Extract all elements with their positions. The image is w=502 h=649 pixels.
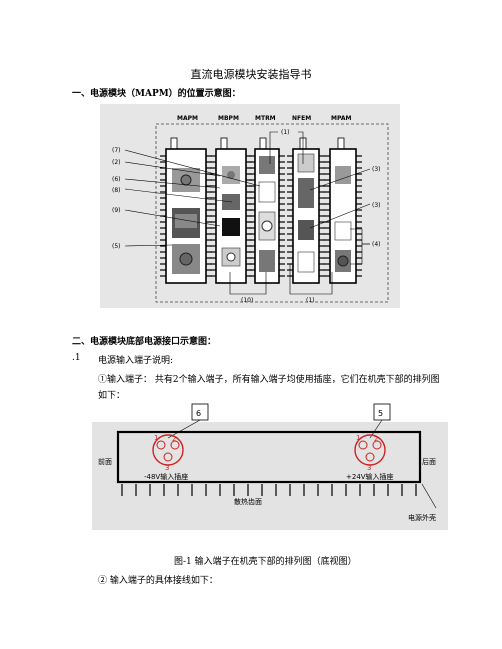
label-box-6: 6: [196, 409, 201, 418]
callout-4: (4): [372, 241, 381, 248]
front-side-label: 前面: [98, 457, 112, 466]
right-pin-2: 2: [374, 435, 378, 443]
page-title: 直流电源模块安装指导书: [190, 68, 312, 81]
bottom-interface-figure: 6 5 1 2 3 1 2 3 前面 后面 -48V输入插: [92, 400, 448, 532]
callout-8: (8): [112, 187, 121, 194]
socket-48v: 1 2 3: [152, 434, 184, 472]
module-mbpm: [215, 137, 247, 284]
callout-10: (10): [241, 297, 253, 304]
callout-7: (7): [112, 147, 121, 154]
right-pin-1: 1: [356, 434, 360, 442]
section-heading-1: 一、电源模块（MAPM）的位置示意图：: [72, 89, 241, 99]
rear-side-label: 后面: [422, 457, 436, 466]
socket-24v-label: +24V输入插座: [346, 472, 394, 481]
module-mapm: [165, 137, 207, 284]
paragraph-1-line-1: ①输入端子： 共有2个输入端子，所有输入端子均使用插座，它们在机壳下部的排列图: [98, 375, 440, 385]
callout-3-lower: (3): [372, 202, 381, 209]
right-pin-3: 3: [367, 464, 371, 472]
item-number: .1: [72, 353, 81, 363]
module-nfem: [292, 137, 320, 284]
label-box-5: 5: [378, 409, 383, 418]
callout-3-upper: (3): [372, 166, 381, 173]
socket-24v: 1 2 3: [354, 434, 386, 472]
module-label-4: NFEM: [292, 115, 311, 122]
left-pin-2: 2: [172, 435, 176, 443]
module-mpam: [329, 137, 357, 284]
module-mtrm: [254, 137, 280, 284]
callout-6: (6): [112, 176, 121, 183]
paragraph-1-line-2: 如下：: [98, 391, 126, 401]
heatsink-label: 散热齿面: [234, 497, 262, 506]
callout-2: (2): [112, 159, 121, 166]
callout-5: (5): [112, 243, 121, 250]
shell-label: 电源外壳: [408, 513, 436, 522]
module-position-figure: MAPM MBPM MTRM NFEM MPAM (7) (2) (6) (8)…: [100, 104, 400, 308]
figure-caption: 图-1 输入端子在机壳下部的排列图（底视图）: [174, 557, 357, 567]
section-heading-2: 二、电源模块底部电源接口示意图：: [72, 337, 217, 347]
module-label-3: MTRM: [255, 115, 276, 122]
left-pin-3: 3: [165, 464, 169, 472]
module-label-5: MPAM: [331, 115, 351, 122]
item-text: 电源输入端子说明:: [98, 356, 174, 366]
callout-9: (9): [112, 207, 121, 214]
callout-1-bottom: (1): [306, 297, 315, 304]
callout-1-top: (1): [281, 129, 290, 136]
left-pin-1: 1: [154, 434, 158, 442]
module-label-2: MBPM: [218, 115, 239, 122]
module-label-1: MAPM: [177, 115, 198, 122]
paragraph-2: ② 输入端子的具体接线如下：: [98, 576, 218, 586]
socket-48v-label: -48V输入插座: [144, 472, 188, 481]
